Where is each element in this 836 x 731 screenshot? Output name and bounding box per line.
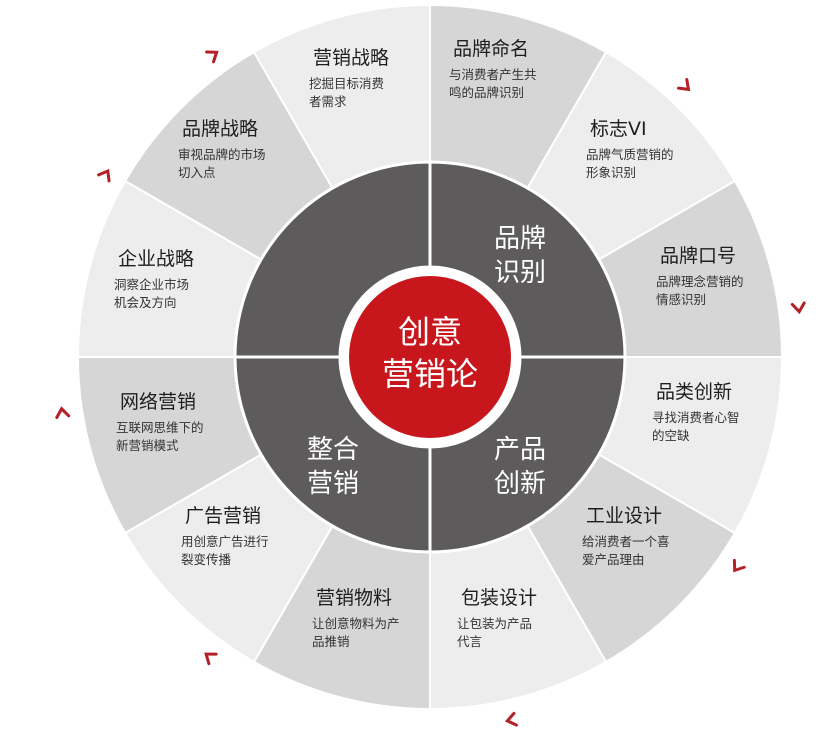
- ring-title-packaging-design: 包装设计: [461, 587, 537, 609]
- ring-desc-brand-naming-1: 与消费者产生共: [449, 67, 537, 82]
- ring-desc-network-marketing-1: 互联网思维下的: [116, 420, 204, 435]
- quadrant-label-brand-identity-1: 品牌: [494, 224, 546, 254]
- quadrant-label-product-innovation-1: 产品: [494, 435, 546, 465]
- ring-desc-enterprise-strategy-1: 洞察企业市场: [114, 277, 189, 292]
- ring-title-logo-vi: 标志VI: [590, 118, 647, 140]
- inner-quadrants: 战略定位品牌识别产品创新整合营销: [233, 160, 627, 554]
- ring-title-network-marketing: 网络营销: [120, 391, 196, 413]
- cycle-arrows: [55, 50, 806, 727]
- ring-title-enterprise-strategy: 企业战略: [118, 248, 194, 270]
- cycle-arrow-icon: [204, 652, 218, 666]
- ring-title-marketing-strategy: 营销战略: [313, 47, 389, 69]
- ring-desc-packaging-design-2: 代言: [457, 634, 482, 649]
- cycle-arrow-icon: [205, 50, 219, 64]
- cycle-arrow-icon: [55, 406, 71, 420]
- ring-title-brand-naming: 品牌命名: [453, 38, 529, 60]
- ring-desc-marketing-strategy-2: 者需求: [309, 94, 347, 109]
- quadrant-label-product-innovation-2: 创新: [494, 469, 546, 499]
- ring-title-ad-marketing: 广告营销: [185, 505, 261, 527]
- quadrant-label-brand-identity-2: 识别: [494, 258, 546, 288]
- cycle-arrow-icon: [790, 301, 806, 315]
- ring-desc-enterprise-strategy-2: 机会及方向: [114, 295, 177, 310]
- ring-desc-industrial-design-2: 爱产品理由: [582, 552, 645, 567]
- ring-desc-industrial-design-1: 给消费者一个喜: [582, 534, 670, 549]
- ring-desc-marketing-strategy-1: 挖掘目标消费: [309, 76, 384, 91]
- ring-desc-brand-naming-2: 鸣的品牌识别: [449, 85, 524, 100]
- ring-desc-brand-slogan-2: 情感识别: [656, 292, 706, 307]
- ring-desc-marketing-materials-2: 品推销: [312, 634, 350, 649]
- cycle-arrow-icon: [504, 711, 518, 727]
- ring-desc-category-innovation-2: 的空缺: [652, 428, 690, 443]
- ring-desc-ad-marketing-1: 用创意广告进行: [181, 534, 269, 549]
- center-circle: [349, 276, 511, 438]
- ring-desc-category-innovation-1: 寻找消费者心智: [652, 410, 740, 425]
- ring-desc-logo-vi-2: 形象识别: [586, 165, 636, 180]
- ring-desc-brand-slogan-1: 品牌理念营销的: [656, 274, 744, 289]
- ring-desc-brand-strategy-2: 切入点: [178, 165, 216, 180]
- ring-desc-brand-strategy-1: 审视品牌的市场: [178, 147, 266, 162]
- center-label-line-1: 创意: [398, 313, 462, 351]
- ring-title-brand-slogan: 品牌口号: [660, 245, 736, 267]
- center-label-line-2: 营销论: [382, 355, 478, 393]
- ring-title-marketing-materials: 营销物料: [316, 587, 392, 609]
- ring-desc-network-marketing-2: 新营销模式: [116, 438, 179, 453]
- cycle-arrow-icon: [97, 168, 111, 183]
- ring-title-industrial-design: 工业设计: [586, 505, 662, 527]
- quadrant-label-integrated-marketing-1: 整合: [307, 435, 359, 465]
- ring-title-brand-strategy: 品牌战略: [182, 118, 258, 140]
- quadrant-label-integrated-marketing-2: 营销: [307, 469, 359, 499]
- ring-desc-logo-vi-1: 品牌气质营销的: [586, 147, 674, 162]
- cycle-arrow-icon: [732, 558, 746, 573]
- ring-title-category-innovation: 品类创新: [656, 381, 732, 403]
- ring-desc-ad-marketing-2: 裂变传播: [181, 552, 232, 567]
- ring-desc-marketing-materials-1: 让创意物料为产: [312, 616, 400, 631]
- ring-desc-packaging-design-1: 让包装为产品: [457, 616, 532, 631]
- cycle-arrow-icon: [676, 78, 691, 92]
